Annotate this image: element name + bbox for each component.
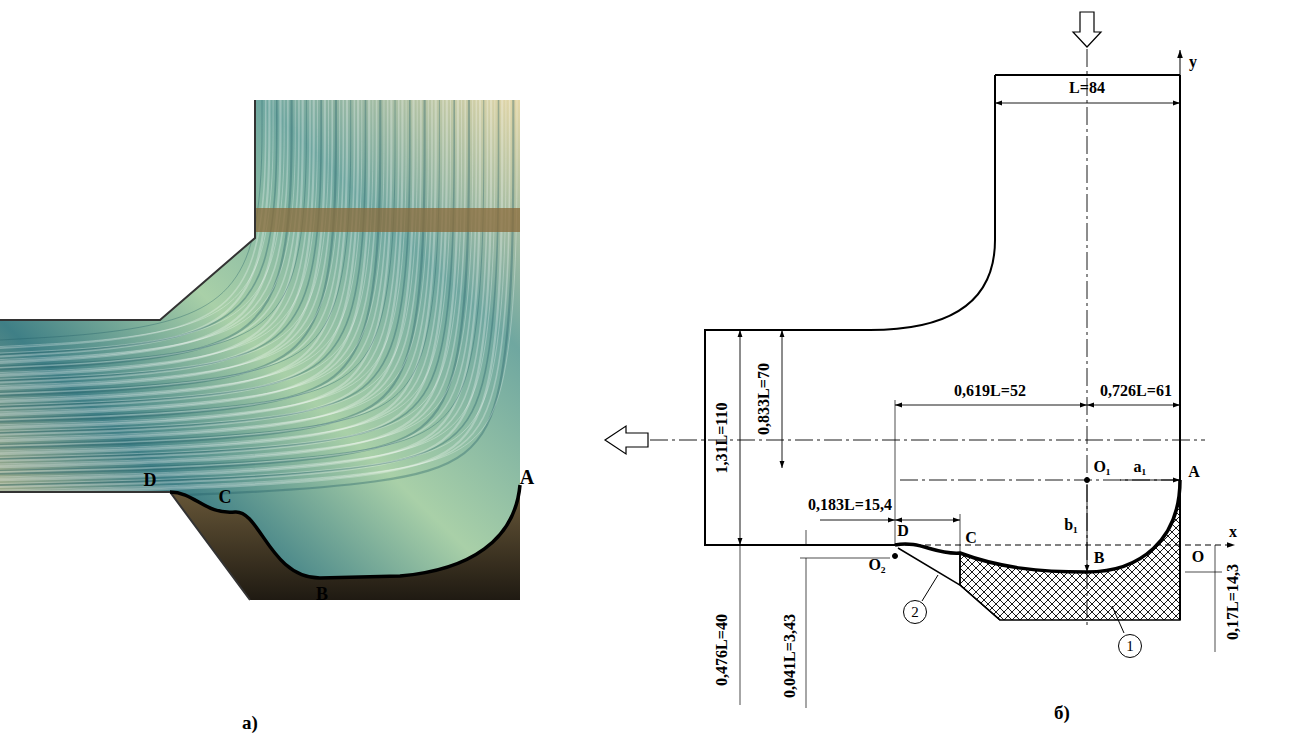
dimension-label: b₁ (1064, 517, 1078, 533)
flow-streak (0, 95, 421, 439)
dimension-label: 0,726L=61 (1100, 383, 1172, 399)
axis-label: y (1189, 54, 1197, 70)
axis-label: x (1229, 524, 1237, 540)
flow-streak (0, 95, 284, 353)
flow-streak (0, 95, 484, 470)
dimension-label: a₁ (1134, 459, 1147, 475)
flow-streak (0, 95, 377, 413)
dimension-label: 0,041L=3,43 (782, 614, 798, 698)
flow-streak (0, 95, 487, 479)
callout-circle: 1 (1118, 634, 1142, 658)
flow-streak (0, 95, 354, 400)
flow-streak (0, 95, 480, 480)
flow-streak (0, 95, 332, 387)
flow-streak (0, 95, 402, 435)
flow-streak (0, 95, 351, 392)
flow-streak (0, 95, 266, 348)
flow-streak (0, 95, 329, 379)
flow-streak (0, 95, 325, 389)
flow-streak (0, 95, 410, 433)
flow-streak (0, 95, 369, 415)
flow-streak (0, 95, 499, 485)
flow-streak (0, 95, 362, 399)
dimension-label: 0,476L=40 (714, 614, 730, 686)
flow-streak (0, 95, 380, 422)
flow-streak (0, 95, 454, 459)
flow-streak (0, 95, 310, 374)
flow-streak (0, 95, 399, 426)
flow-streak (0, 95, 288, 361)
point-label: A (1188, 464, 1200, 480)
flow-streak (0, 95, 513, 500)
flow-streak (0, 95, 384, 412)
flow-photo (0, 95, 520, 600)
flow-streak (0, 95, 336, 395)
flow-streak (0, 95, 495, 477)
point-label: O₁ (1093, 459, 1110, 475)
flow-streak (0, 95, 425, 448)
point-label: B (316, 585, 328, 603)
flow-streak (0, 95, 340, 386)
dimension-label: 0,183L=15,4 (808, 497, 892, 513)
callout-circle: 2 (903, 600, 927, 624)
flow-streak (0, 95, 443, 453)
flow-streak (0, 95, 406, 425)
flow-streak (0, 95, 450, 451)
flow-streak (0, 95, 303, 376)
flow-streak (0, 95, 321, 381)
profile-curve (170, 485, 520, 578)
flow-streak (0, 95, 280, 363)
flow-streak (0, 95, 506, 483)
channel-drawing (605, 12, 1235, 708)
channel-wall (0, 100, 255, 600)
point-label: C (219, 488, 232, 506)
dimension-label: L=84 (1069, 80, 1105, 96)
flow-streak (0, 95, 473, 464)
flow-streak (0, 95, 388, 420)
dimension-label: 0,833L=70 (756, 363, 772, 435)
flow-streak (0, 95, 273, 347)
flow-streak (0, 95, 391, 428)
flow-streak (0, 95, 347, 402)
flow-streak (0, 95, 417, 431)
flow-streak (0, 95, 458, 467)
flow-streak (0, 95, 469, 474)
flow-streak (0, 95, 365, 407)
flow-streak (0, 95, 465, 466)
point-label: O (1192, 549, 1204, 565)
point-label: D (144, 471, 157, 489)
point-label: D (897, 523, 909, 539)
flow-streak (0, 95, 395, 418)
panel-label: б) (1054, 703, 1070, 722)
flow-streak (0, 95, 476, 472)
dimension-label: 0,17L=14,3 (1225, 564, 1241, 640)
callout-number: 2 (911, 605, 919, 620)
point-label: C (965, 530, 977, 546)
flow-streak (0, 95, 462, 457)
panel-label: а) (242, 713, 258, 732)
point-label: B (1094, 550, 1105, 566)
flow-streak (0, 95, 447, 461)
flow-streak (0, 95, 343, 394)
flow-streak (0, 95, 428, 438)
flow-streak (0, 95, 517, 490)
flow-streak (0, 95, 317, 373)
callout-number: 1 (1126, 639, 1134, 654)
flow-streak (0, 95, 436, 454)
flow-streak (0, 95, 414, 441)
dimension-label: 1,31L=110 (714, 403, 730, 474)
point-label: O₂ (868, 557, 885, 573)
flow-streak (0, 95, 373, 405)
flow-streak (0, 95, 502, 493)
dimension-label: 0,619L=52 (954, 383, 1026, 399)
point-label: A (520, 467, 534, 487)
flow-streak (0, 95, 314, 382)
flow-streak (0, 95, 491, 487)
flow-streak (0, 95, 277, 355)
